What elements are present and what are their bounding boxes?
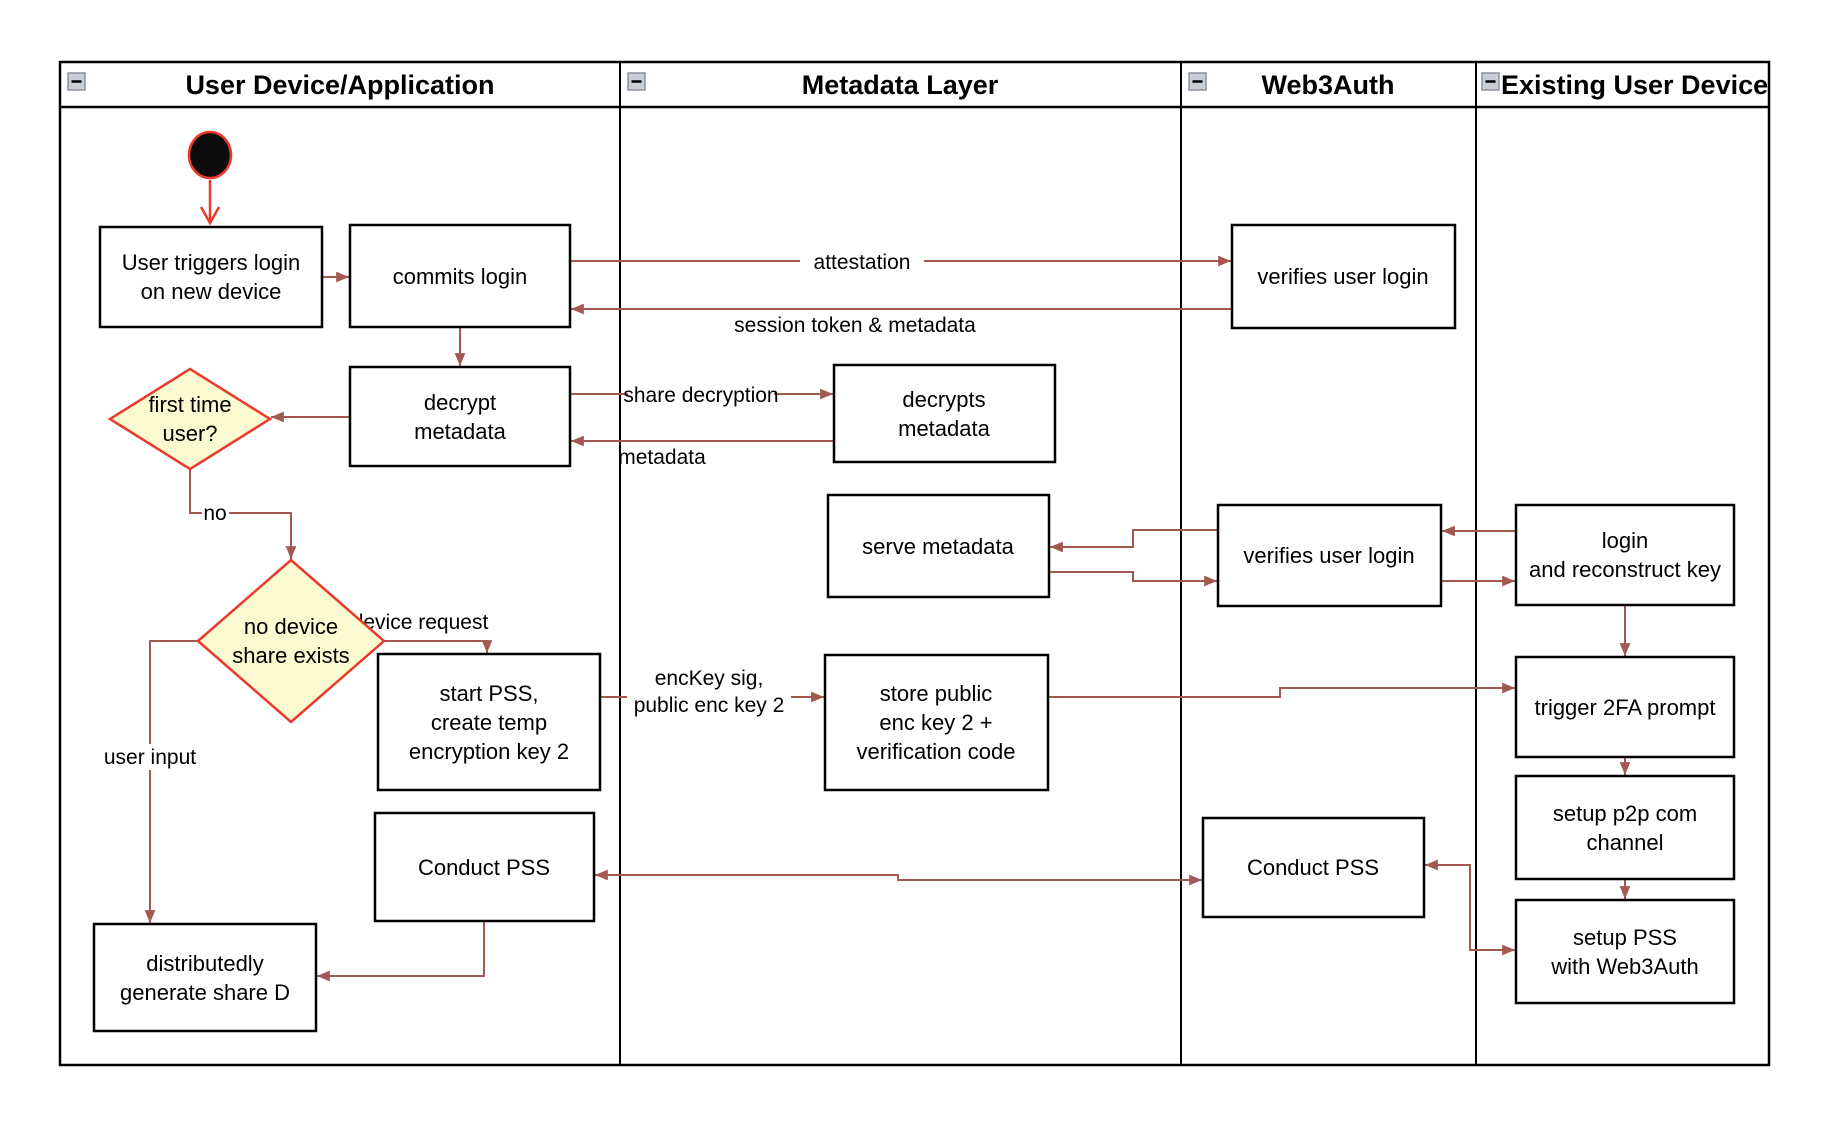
node-serve-metadata[interactable]: serve metadata — [826, 493, 1051, 599]
edge-label-session-token: session token & metadata — [734, 314, 976, 337]
decision-no-device-share-exists[interactable]: no device share exists — [196, 558, 386, 724]
node-label: verifies user login — [1257, 264, 1428, 289]
node-label: login — [1602, 528, 1648, 553]
node-label: verification code — [857, 739, 1016, 764]
node-label: decrypt — [424, 390, 496, 415]
node-label: Conduct PSS — [418, 855, 550, 880]
edge-verifies-to-serve — [1050, 529, 1218, 553]
node-login-and-reconstruct-key[interactable]: login and reconstruct key — [1514, 503, 1736, 607]
node-decrypts-metadata[interactable]: decrypts metadata — [832, 363, 1057, 464]
node-label: user? — [162, 421, 217, 446]
edge-label-user-input: user input — [104, 746, 196, 769]
node-label: create temp — [431, 710, 547, 735]
edge-conduct-to-distributedly — [317, 921, 485, 982]
node-label: decrypts — [902, 387, 985, 412]
edge-no-branch — [189, 469, 297, 559]
lane-title: Web3Auth — [1262, 70, 1395, 100]
node-label: distributedly — [146, 951, 263, 976]
node-label: commits login — [393, 264, 527, 289]
edge-label-enckey-line2: public enc key 2 — [634, 694, 785, 717]
node-label: metadata — [898, 416, 990, 441]
lane-header-metadata-layer: Metadata Layer — [627, 70, 999, 100]
lane-header-web3auth: Web3Auth — [1188, 70, 1395, 100]
node-conduct-pss-user[interactable]: Conduct PSS — [373, 811, 596, 923]
node-verifies-user-login-mid[interactable]: verifies user login — [1216, 503, 1443, 608]
edge-label-metadata: metadata — [618, 446, 706, 469]
node-commits-login[interactable]: commits login — [348, 223, 572, 329]
edge-setuppss-conductpss — [1425, 859, 1515, 956]
collapse-lane-icon[interactable] — [1481, 72, 1500, 91]
edge-start-to-usertriggers — [199, 180, 221, 226]
edge-conductpss-bidirectional — [595, 869, 1202, 886]
node-verifies-user-login-top[interactable]: verifies user login — [1230, 223, 1457, 330]
node-label: and reconstruct key — [1529, 557, 1721, 582]
edge-store-to-2fa — [1048, 682, 1515, 698]
node-label: first time — [148, 392, 231, 417]
edge-label-share-decryption: share decryption — [623, 384, 778, 407]
collapse-lane-icon[interactable] — [67, 72, 86, 91]
node-start-pss[interactable]: start PSS, create temp encryption key 2 — [376, 652, 602, 792]
lane-title: Metadata Layer — [802, 70, 999, 100]
node-label: metadata — [414, 419, 506, 444]
node-label: encryption key 2 — [409, 739, 569, 764]
node-label: trigger 2FA prompt — [1535, 695, 1716, 720]
edge-label-attestation: attestation — [814, 251, 911, 274]
node-label: on new device — [141, 279, 282, 304]
node-label: enc key 2 + — [879, 710, 992, 735]
node-label: share exists — [232, 643, 349, 668]
node-label: start PSS, — [439, 681, 538, 706]
node-trigger-2fa-prompt[interactable]: trigger 2FA prompt — [1514, 655, 1736, 759]
node-label: channel — [1586, 830, 1663, 855]
node-label: verifies user login — [1243, 543, 1414, 568]
lane-title: Existing User Device — [1501, 70, 1768, 100]
node-setup-pss-with-web3auth[interactable]: setup PSS with Web3Auth — [1514, 898, 1736, 1005]
node-label: Conduct PSS — [1247, 855, 1379, 880]
edge-serve-to-verifies — [1049, 571, 1217, 587]
lane-title: User Device/Application — [185, 70, 494, 100]
edge-labels: attestation session token & metadata sha… — [104, 249, 976, 770]
collapse-lane-icon[interactable] — [1188, 72, 1207, 91]
node-setup-p2p-com-channel[interactable]: setup p2p com channel — [1514, 774, 1736, 881]
lane-header-user-device-application: User Device/Application — [67, 70, 495, 100]
node-decrypt-metadata[interactable]: decrypt metadata — [348, 365, 572, 468]
node-distributedly-generate-share-d[interactable]: distributedly generate share D — [92, 922, 318, 1033]
edge-user-input — [144, 640, 198, 923]
collapse-lane-icon[interactable] — [627, 72, 646, 91]
edge-label-no: no — [203, 502, 226, 525]
node-label: generate share D — [120, 980, 290, 1005]
edge-label-enckey-line1: encKey sig, — [655, 667, 764, 690]
node-conduct-pss-web3auth[interactable]: Conduct PSS — [1201, 816, 1426, 919]
node-label: setup p2p com — [1553, 801, 1697, 826]
node-label: serve metadata — [862, 534, 1014, 559]
edge-label-device-request: device request — [352, 611, 489, 634]
node-label: User triggers login — [122, 250, 301, 275]
node-label: no device — [244, 614, 338, 639]
decision-first-time-user[interactable]: first time user? — [107, 367, 273, 471]
initial-node[interactable] — [187, 130, 233, 180]
node-user-triggers-login[interactable]: User triggers login on new device — [98, 225, 324, 329]
node-store-public-enc-key[interactable]: store public enc key 2 + verification co… — [823, 653, 1050, 792]
node-label: with Web3Auth — [1550, 954, 1699, 979]
edge-device-request — [384, 640, 493, 653]
node-label: store public — [880, 681, 993, 706]
node-label: setup PSS — [1573, 925, 1677, 950]
lane-header-existing-user-device: Existing User Device — [1481, 70, 1768, 100]
